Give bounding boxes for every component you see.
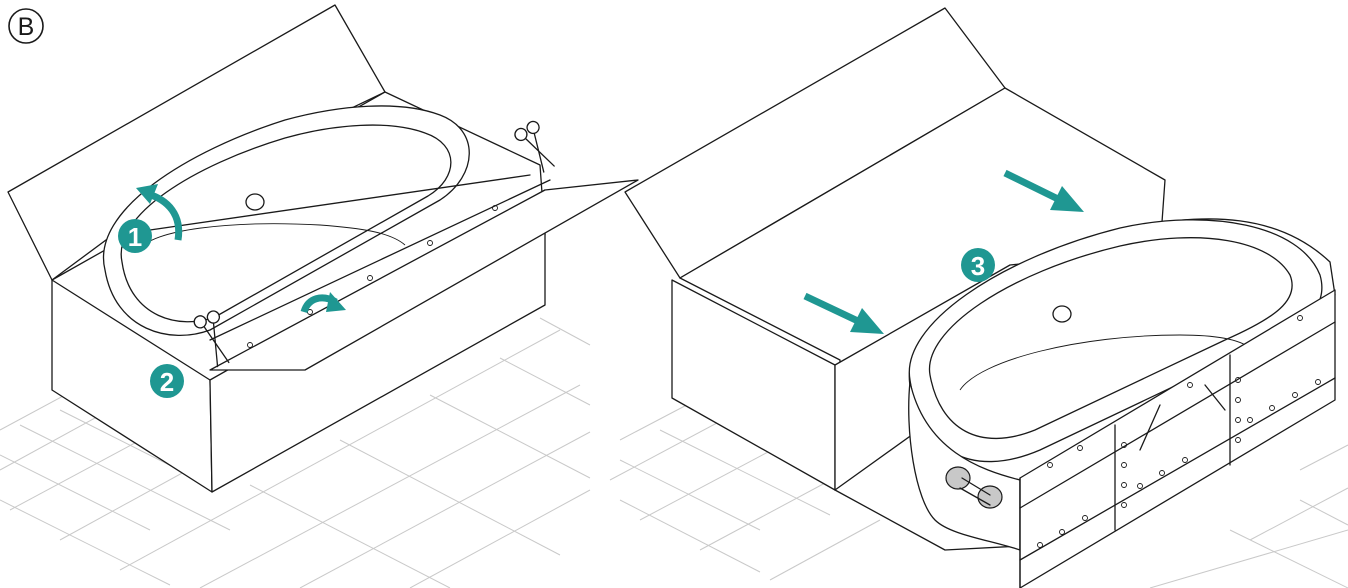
panel-label: B [8, 8, 44, 44]
right-tub-basin [928, 237, 1293, 439]
left-side-flap [209, 179, 639, 371]
left-box [7, 4, 639, 493]
step-badge-2: 2 [150, 364, 184, 398]
scissors-icon [193, 310, 230, 368]
step-number: 1 [128, 222, 142, 252]
curved-arrow-icon [300, 292, 346, 314]
curved-arrow-icon [136, 184, 183, 241]
left-tub-basin [120, 124, 452, 323]
left-tub-drain [245, 193, 265, 211]
right-tub-drain [1052, 305, 1072, 323]
step-badge-1: 1 [118, 219, 152, 253]
step-badge-3: 3 [961, 248, 995, 282]
panel-label-text: B [18, 13, 35, 41]
scissors-icon [514, 120, 555, 173]
step-number: 2 [160, 367, 174, 397]
right-tub [908, 218, 1336, 588]
step-number: 3 [971, 251, 985, 281]
straight-arrow-icon [803, 292, 884, 334]
overflow-fitting [945, 466, 1003, 509]
straight-arrow-icon [1003, 169, 1084, 212]
right-tub-rim [908, 219, 1323, 463]
left-tub-rim [102, 105, 470, 337]
